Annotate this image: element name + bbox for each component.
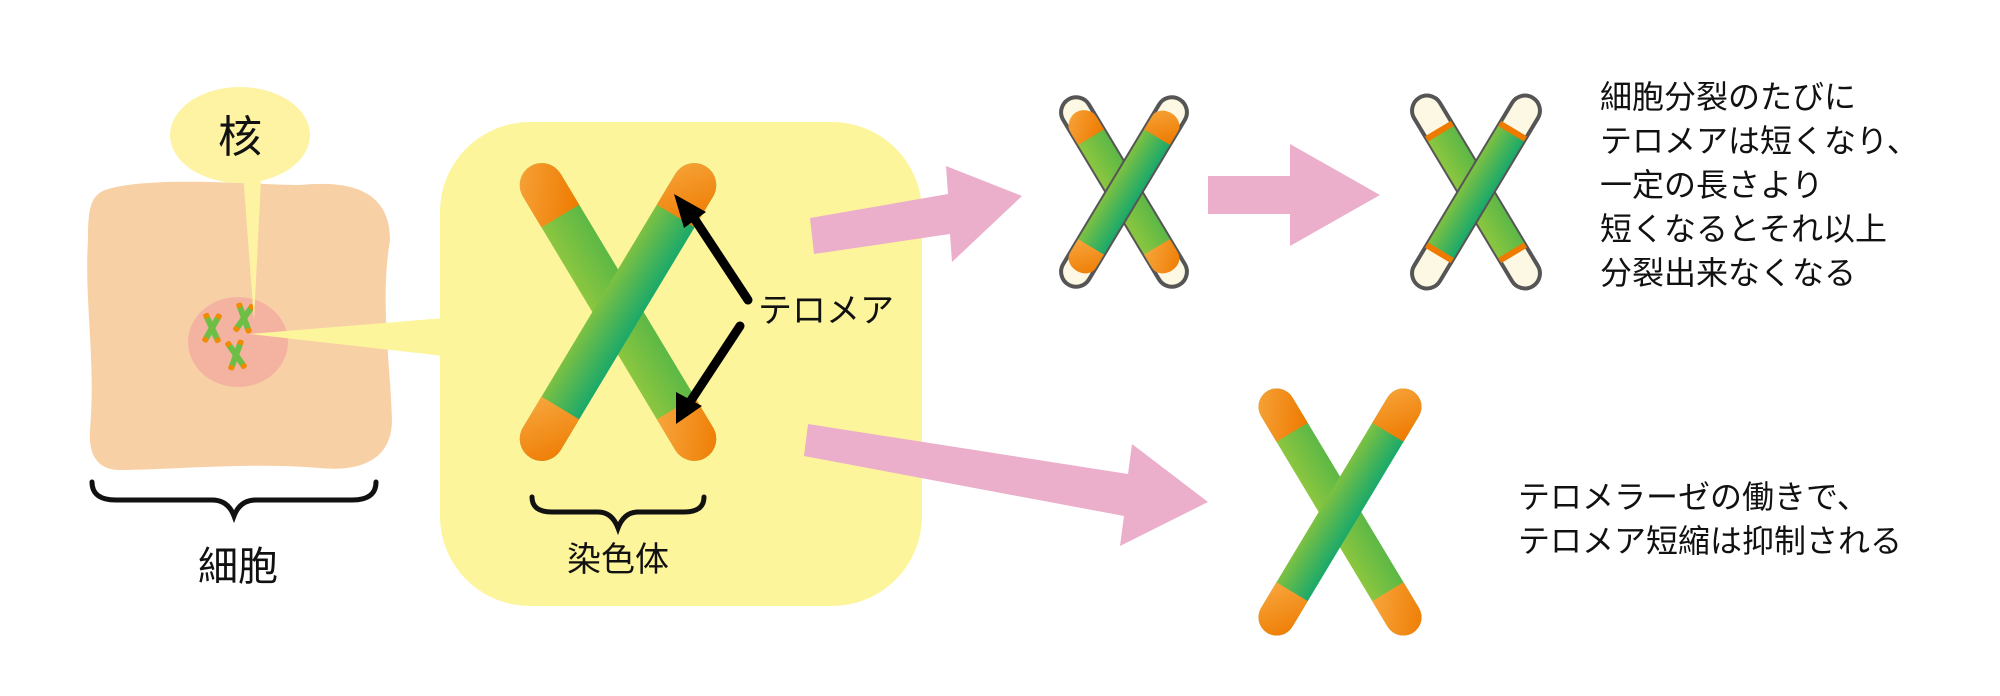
shortening-note-line: 短くなるとそれ以上 [1600, 210, 1887, 248]
telomere-pointers [674, 194, 753, 424]
chromosome-brace [529, 494, 707, 536]
telomere-label: テロメア [758, 291, 894, 331]
shortening-note-line: 一定の長さより [1600, 166, 1823, 204]
maintained-chromosome [1251, 381, 1429, 643]
nucleus-callout: 核 [170, 87, 310, 320]
chromosome-label: 染色体 [567, 540, 669, 580]
shortening-note-line: 細胞分裂のたびに [1600, 78, 1856, 116]
telomerase-note-line: テロメラーゼの働きで、 [1518, 478, 1869, 516]
arrow-shortening-step [1208, 144, 1380, 246]
shortened-chromosome-1 [1053, 89, 1195, 295]
shortened-chromosome-2 [1404, 87, 1548, 297]
telomerase-note-line: テロメア短縮は抑制される [1518, 522, 1902, 560]
shortening-note: 細胞分裂のたびに テロメアは短くなり、 一定の長さより 短くなるとそれ以上 分裂… [1600, 78, 1919, 292]
cell-label: 細胞 [198, 544, 278, 590]
cell-brace [89, 479, 379, 524]
zoom-beam [250, 318, 444, 356]
arrow-to-shortening [810, 166, 1022, 262]
nucleus-label: 核 [218, 112, 262, 163]
arrow-to-telomerase [804, 424, 1208, 546]
telomerase-note: テロメラーゼの働きで、 テロメア短縮は抑制される [1518, 478, 1902, 560]
shortening-note-line: テロメアは短くなり、 [1600, 122, 1919, 160]
shortening-note-line: 分裂出来なくなる [1600, 254, 1856, 292]
cell [87, 181, 393, 471]
